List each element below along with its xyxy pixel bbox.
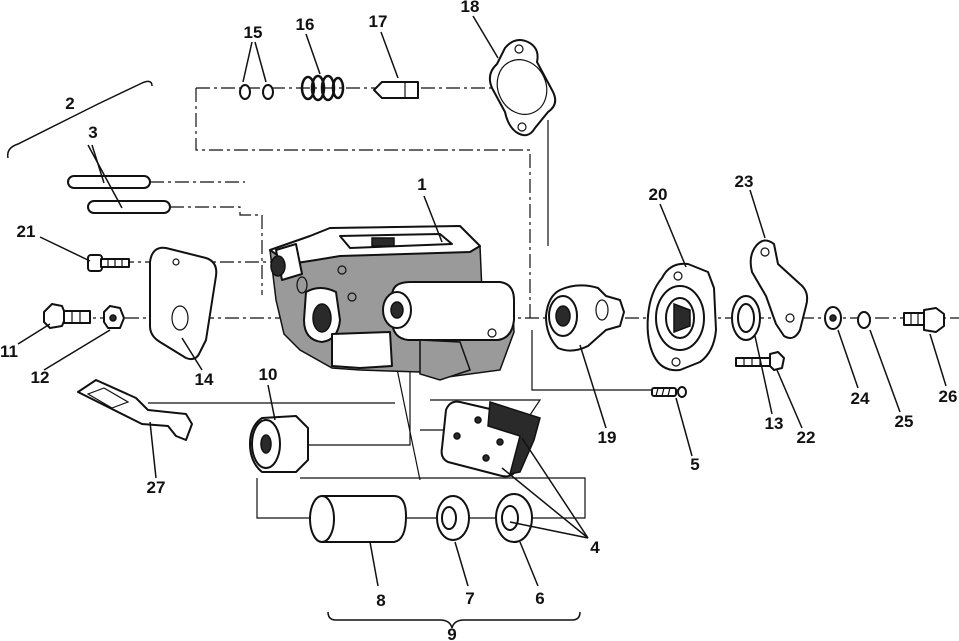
part-13-washer	[731, 295, 761, 341]
part-24-washer	[824, 306, 842, 330]
part-22-screw	[735, 351, 785, 371]
part-4-pads	[440, 400, 541, 478]
callout-9: 9	[447, 625, 456, 641]
part-23-arm	[749, 239, 809, 339]
callout-14: 14	[195, 370, 214, 389]
part-18-gasket	[488, 39, 557, 137]
callout-2: 2	[65, 94, 74, 113]
callout-8: 8	[376, 591, 385, 610]
part-11-bolt	[43, 303, 91, 329]
part-25-washer	[857, 311, 871, 329]
bracket-2	[6, 80, 153, 159]
part-17-plunger	[373, 81, 419, 99]
callout-12: 12	[31, 368, 50, 387]
callout-15: 15	[244, 23, 263, 42]
part-8-sleeve	[309, 495, 407, 543]
part-5-spring	[651, 386, 687, 398]
bracket-9	[327, 611, 581, 629]
part-16-spring	[300, 74, 345, 102]
part-12-nut	[103, 305, 125, 329]
leader-lines	[17, 15, 947, 587]
part-3-pins	[67, 175, 171, 214]
callout-23: 23	[735, 172, 754, 191]
part-14-plate	[149, 246, 218, 361]
part-15-o-rings	[239, 84, 274, 100]
part-7-bushing	[436, 495, 470, 541]
callout-6: 6	[535, 589, 544, 608]
callout-24: 24	[851, 389, 870, 408]
callout-27: 27	[147, 478, 166, 497]
callout-16: 16	[296, 15, 315, 34]
part-19-shaft	[545, 284, 625, 352]
part-20-cover	[646, 262, 717, 372]
part-27-clip	[77, 379, 193, 441]
callout-7: 7	[465, 589, 474, 608]
part-26-bolt	[903, 307, 945, 333]
callout-22: 22	[797, 428, 816, 447]
callout-13: 13	[765, 414, 784, 433]
callout-17: 17	[369, 12, 388, 31]
callout-20: 20	[649, 185, 668, 204]
callout-5: 5	[690, 455, 699, 474]
callout-21: 21	[17, 222, 36, 241]
callout-26: 26	[939, 387, 958, 406]
callout-1: 1	[417, 175, 426, 194]
callout-25: 25	[895, 412, 914, 431]
callout-19: 19	[598, 428, 617, 447]
part-21-screw	[87, 254, 130, 272]
callout-18: 18	[461, 0, 480, 16]
callout-4: 4	[590, 538, 600, 557]
part-6-bushing	[495, 493, 533, 543]
callout-11: 11	[0, 342, 18, 361]
callout-10: 10	[259, 365, 278, 384]
part-10-roller	[249, 415, 309, 473]
part-1-housing	[269, 225, 515, 381]
callout-3: 3	[88, 123, 97, 142]
